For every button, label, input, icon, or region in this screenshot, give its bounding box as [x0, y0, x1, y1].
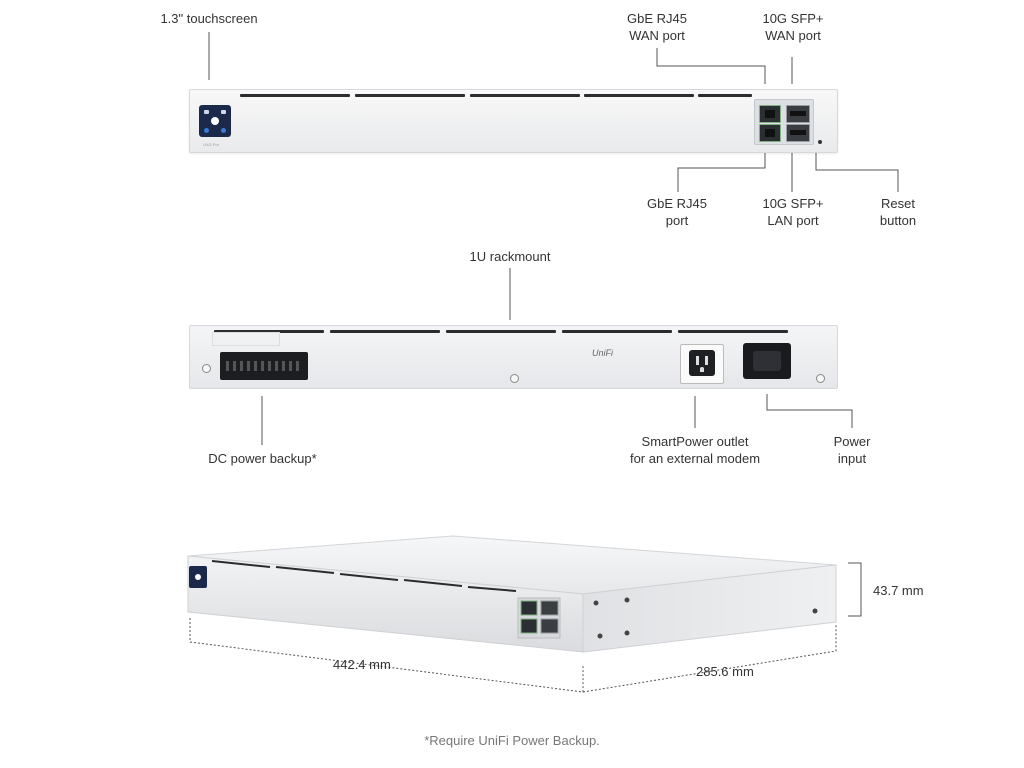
power-inlet — [743, 343, 791, 379]
sfp-wan-port — [540, 600, 559, 616]
screw-icon — [812, 608, 818, 614]
home-icon — [204, 110, 209, 114]
leader-gbe-port — [677, 140, 766, 192]
brand-logo: UniFi — [592, 348, 614, 358]
label-smartpower-outlet: SmartPower outlet for an external modem — [629, 434, 761, 466]
dimension-depth: 285.6 mm — [696, 664, 754, 679]
dim-height-bracket — [848, 562, 862, 617]
screw-icon — [510, 374, 519, 383]
label-reset-button: Reset button — [879, 196, 917, 228]
vent-slot — [678, 330, 788, 333]
device-rear-view: UniFi — [189, 325, 838, 389]
touchscreen-display — [199, 105, 231, 137]
label-touchscreen: 1.3" touchscreen — [160, 11, 258, 26]
screw-icon — [202, 364, 211, 373]
device-front-view: UXG Pro — [189, 89, 838, 153]
vent-slot — [403, 579, 463, 587]
label-plate — [212, 332, 280, 346]
label-gbe-wan-port: GbE RJ45 WAN port — [627, 11, 687, 43]
label-dc-power-backup: DC power backup* — [208, 451, 317, 466]
label-gbe-port: GbE RJ45 port — [647, 196, 707, 228]
gbe-lan-port — [520, 618, 538, 634]
screen-icon — [221, 110, 226, 114]
gear-icon — [221, 128, 226, 133]
dim-width-line — [189, 618, 584, 693]
screw-icon — [593, 600, 599, 606]
front-model-text: UXG Pro — [203, 142, 220, 147]
label-sfp-wan-port: 10G SFP+ WAN port — [762, 11, 824, 43]
vent-slot — [584, 94, 694, 97]
vent-slot — [339, 573, 399, 581]
reset-button — [818, 140, 822, 144]
label-rackmount: 1U rackmount — [469, 249, 551, 264]
footnote: *Require UniFi Power Backup. — [424, 733, 600, 748]
vent-slot — [275, 566, 335, 574]
sfp-wan-port — [786, 105, 810, 123]
vent-slot — [355, 94, 465, 97]
label-sfp-lan-port: 10G SFP+ LAN port — [762, 196, 824, 228]
screw-icon — [597, 633, 603, 639]
screw-icon — [816, 374, 825, 383]
screw-icon — [624, 630, 630, 636]
chassis-side — [582, 564, 837, 653]
label-power-input: Power input — [833, 434, 871, 466]
sfp-lan-port — [540, 618, 559, 634]
dim-depth-line — [582, 625, 837, 693]
sfp-lan-port — [786, 124, 810, 142]
screw-icon — [624, 597, 630, 603]
vent-slot — [467, 586, 517, 592]
globe-icon — [204, 128, 209, 133]
status-circle-icon — [211, 117, 219, 125]
gbe-wan-port — [759, 105, 781, 123]
vent-slot — [240, 94, 350, 97]
vent-slot — [211, 560, 271, 568]
gbe-lan-port — [759, 124, 781, 142]
vent-slot — [470, 94, 580, 97]
leader-power-input — [766, 394, 853, 428]
status-circle-icon — [195, 574, 201, 580]
smartpower-outlet — [680, 344, 724, 384]
leader-gbe-wan — [656, 48, 766, 84]
vent-slot — [330, 330, 440, 333]
gbe-wan-port — [520, 600, 538, 616]
vent-slot — [698, 94, 752, 97]
vent-slot — [214, 330, 324, 333]
dimension-height: 43.7 mm — [873, 583, 924, 598]
dc-power-connector — [220, 352, 308, 380]
leader-reset — [815, 150, 899, 192]
dimension-width: 442.4 mm — [333, 657, 391, 672]
port-block — [754, 99, 814, 145]
vent-slot — [562, 330, 672, 333]
vent-slot — [446, 330, 556, 333]
